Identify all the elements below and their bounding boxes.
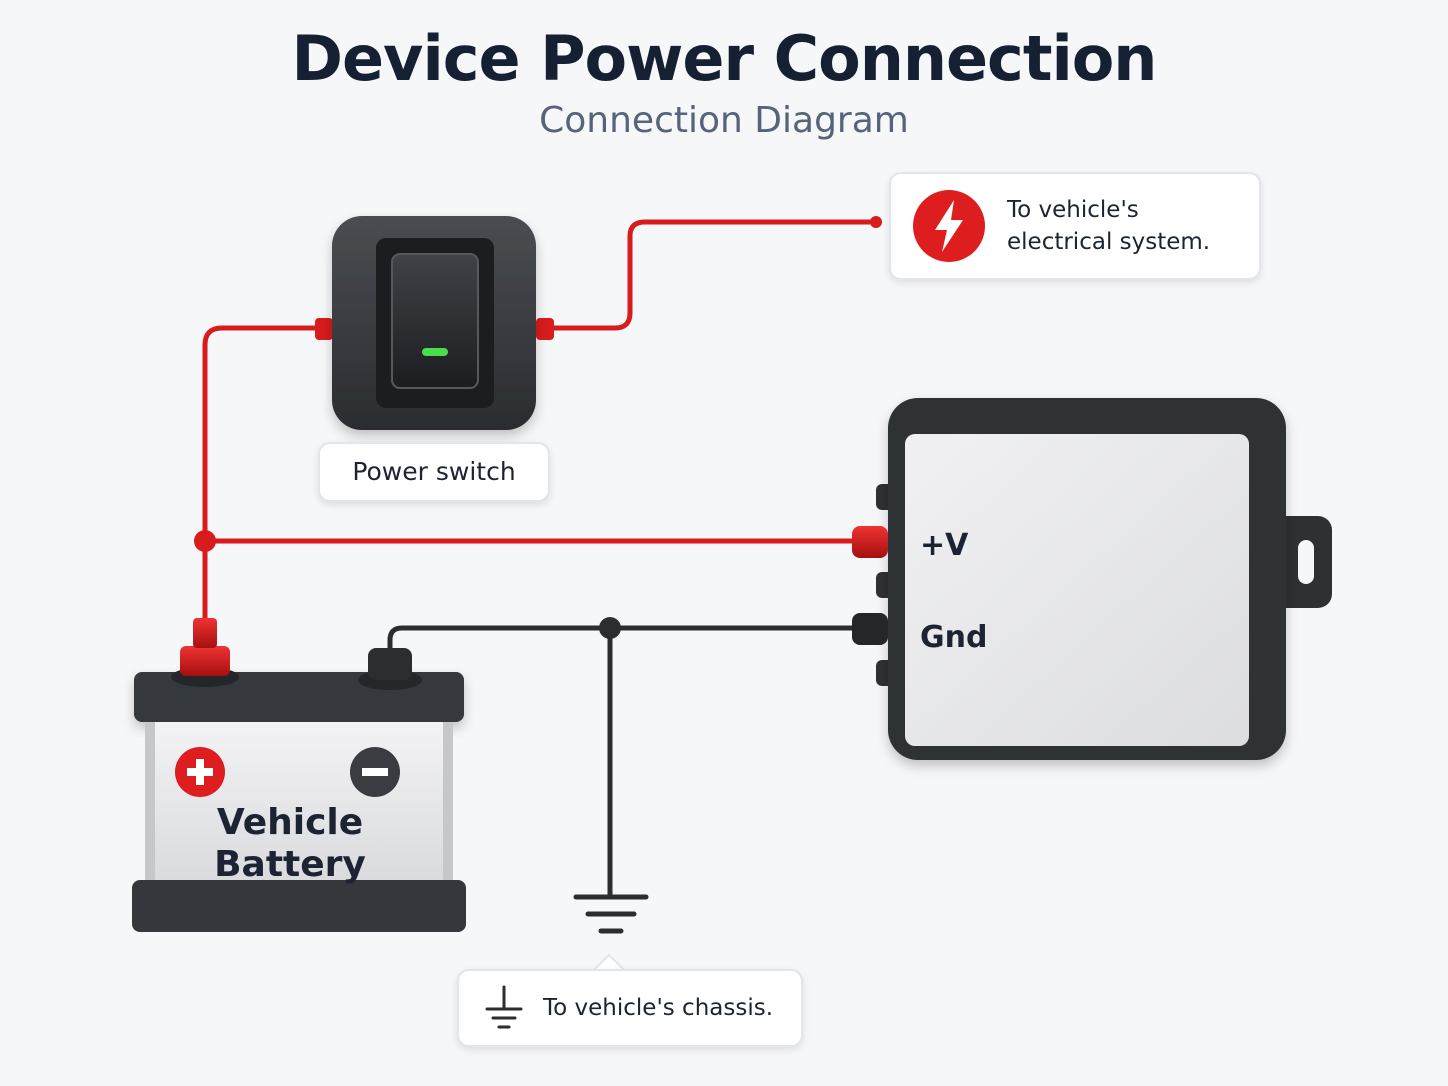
power-switch[interactable] [332,216,536,430]
battery-positive-terminal [171,618,239,687]
switch-connector-right [536,318,554,340]
minus-icon [350,747,400,797]
positive-junction [194,530,216,552]
switch-indicator-light [422,348,448,356]
switch-to-system-wire [542,219,878,331]
ground-wiring [387,625,865,900]
electrical-system-text: To vehicle's electrical system. [1007,197,1211,255]
diagram-subtitle: Connection Diagram [539,100,909,141]
battery-negative-terminal [358,648,422,690]
positive-terminal-label: +V [920,528,969,563]
battery-label: Vehicle Battery [214,802,366,885]
power-switch-label: Power switch [318,442,550,502]
device-enclosure [852,398,1332,760]
battery-ground-wire [387,625,865,655]
switch-connector-left [315,318,333,340]
ground-terminal-label: Gnd [920,620,988,655]
ground-terminal [852,613,888,645]
chassis-callout: To vehicle's chassis. [457,969,803,1047]
vehicle-battery [132,618,466,932]
diagram-title: Device Power Connection [291,22,1158,95]
ground-junction [599,617,621,639]
device-panel [905,434,1249,746]
positive-wiring [202,219,878,628]
battery-to-switch-wire [202,325,328,628]
ground-symbol-icon [479,983,529,1033]
mounting-hole [1298,540,1314,584]
chassis-text: To vehicle's chassis. [543,995,774,1021]
plus-icon [175,747,225,797]
positive-terminal [852,526,888,558]
lightning-bolt-icon [913,190,985,262]
electrical-system-callout: To vehicle's electrical system. [889,172,1261,280]
system-wire-end [870,216,882,228]
ground-symbol-icon [573,894,649,934]
